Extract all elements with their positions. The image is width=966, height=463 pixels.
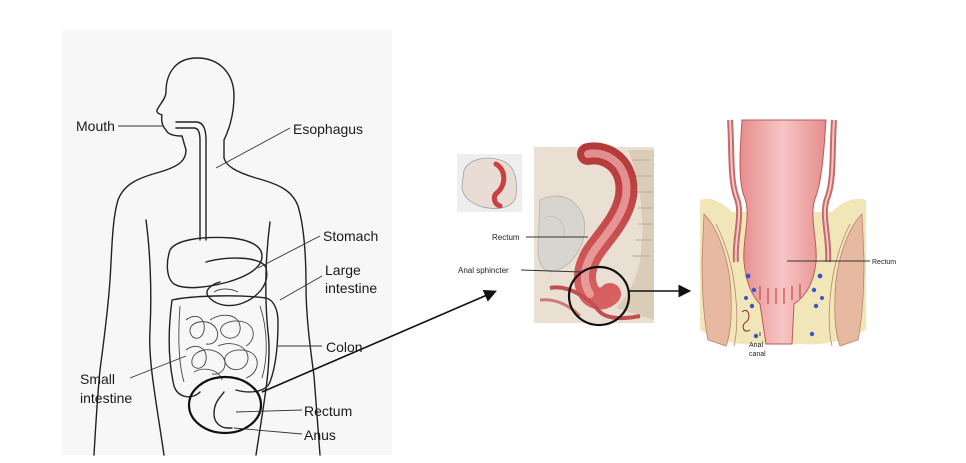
label-large-intestine-line1: Large [325, 262, 361, 278]
body-outline-figure [62, 30, 392, 456]
anal-canal-illustration [700, 119, 866, 347]
label-mouth: Mouth [76, 118, 115, 134]
label-small-intestine-line1: Small [80, 371, 115, 387]
label-anal-canal-line1: Anal [749, 342, 763, 349]
panel1-leader-lines [118, 125, 323, 435]
arrow-to-sagittal-view [261, 289, 497, 393]
label-colon: Colon [326, 339, 363, 355]
panel3-leader-lines [759, 260, 870, 336]
sagittal-section-illustration [534, 142, 654, 323]
label-rectum: Rectum [304, 403, 352, 419]
pelvis-thumbnail [457, 154, 522, 212]
label-large-intestine-line2: intestine [325, 280, 377, 296]
label-anal-sphincter: Anal sphincter [458, 266, 509, 275]
label-rectum-sagittal: Rectum [492, 233, 520, 242]
label-anus: Anus [304, 427, 336, 443]
label-esophagus: Esophagus [293, 121, 363, 137]
stomach-liver-illustration [166, 236, 268, 307]
label-stomach: Stomach [323, 228, 378, 244]
rectum-highlight-circle [187, 375, 263, 435]
label-small-intestine-line2: intestine [80, 390, 132, 406]
panel2-leader-lines [520, 236, 588, 273]
anal-region-highlight-circle [567, 265, 631, 327]
label-anal-canal-line2: canal [749, 351, 766, 358]
label-rectum-coronal: Rectum [872, 259, 896, 266]
